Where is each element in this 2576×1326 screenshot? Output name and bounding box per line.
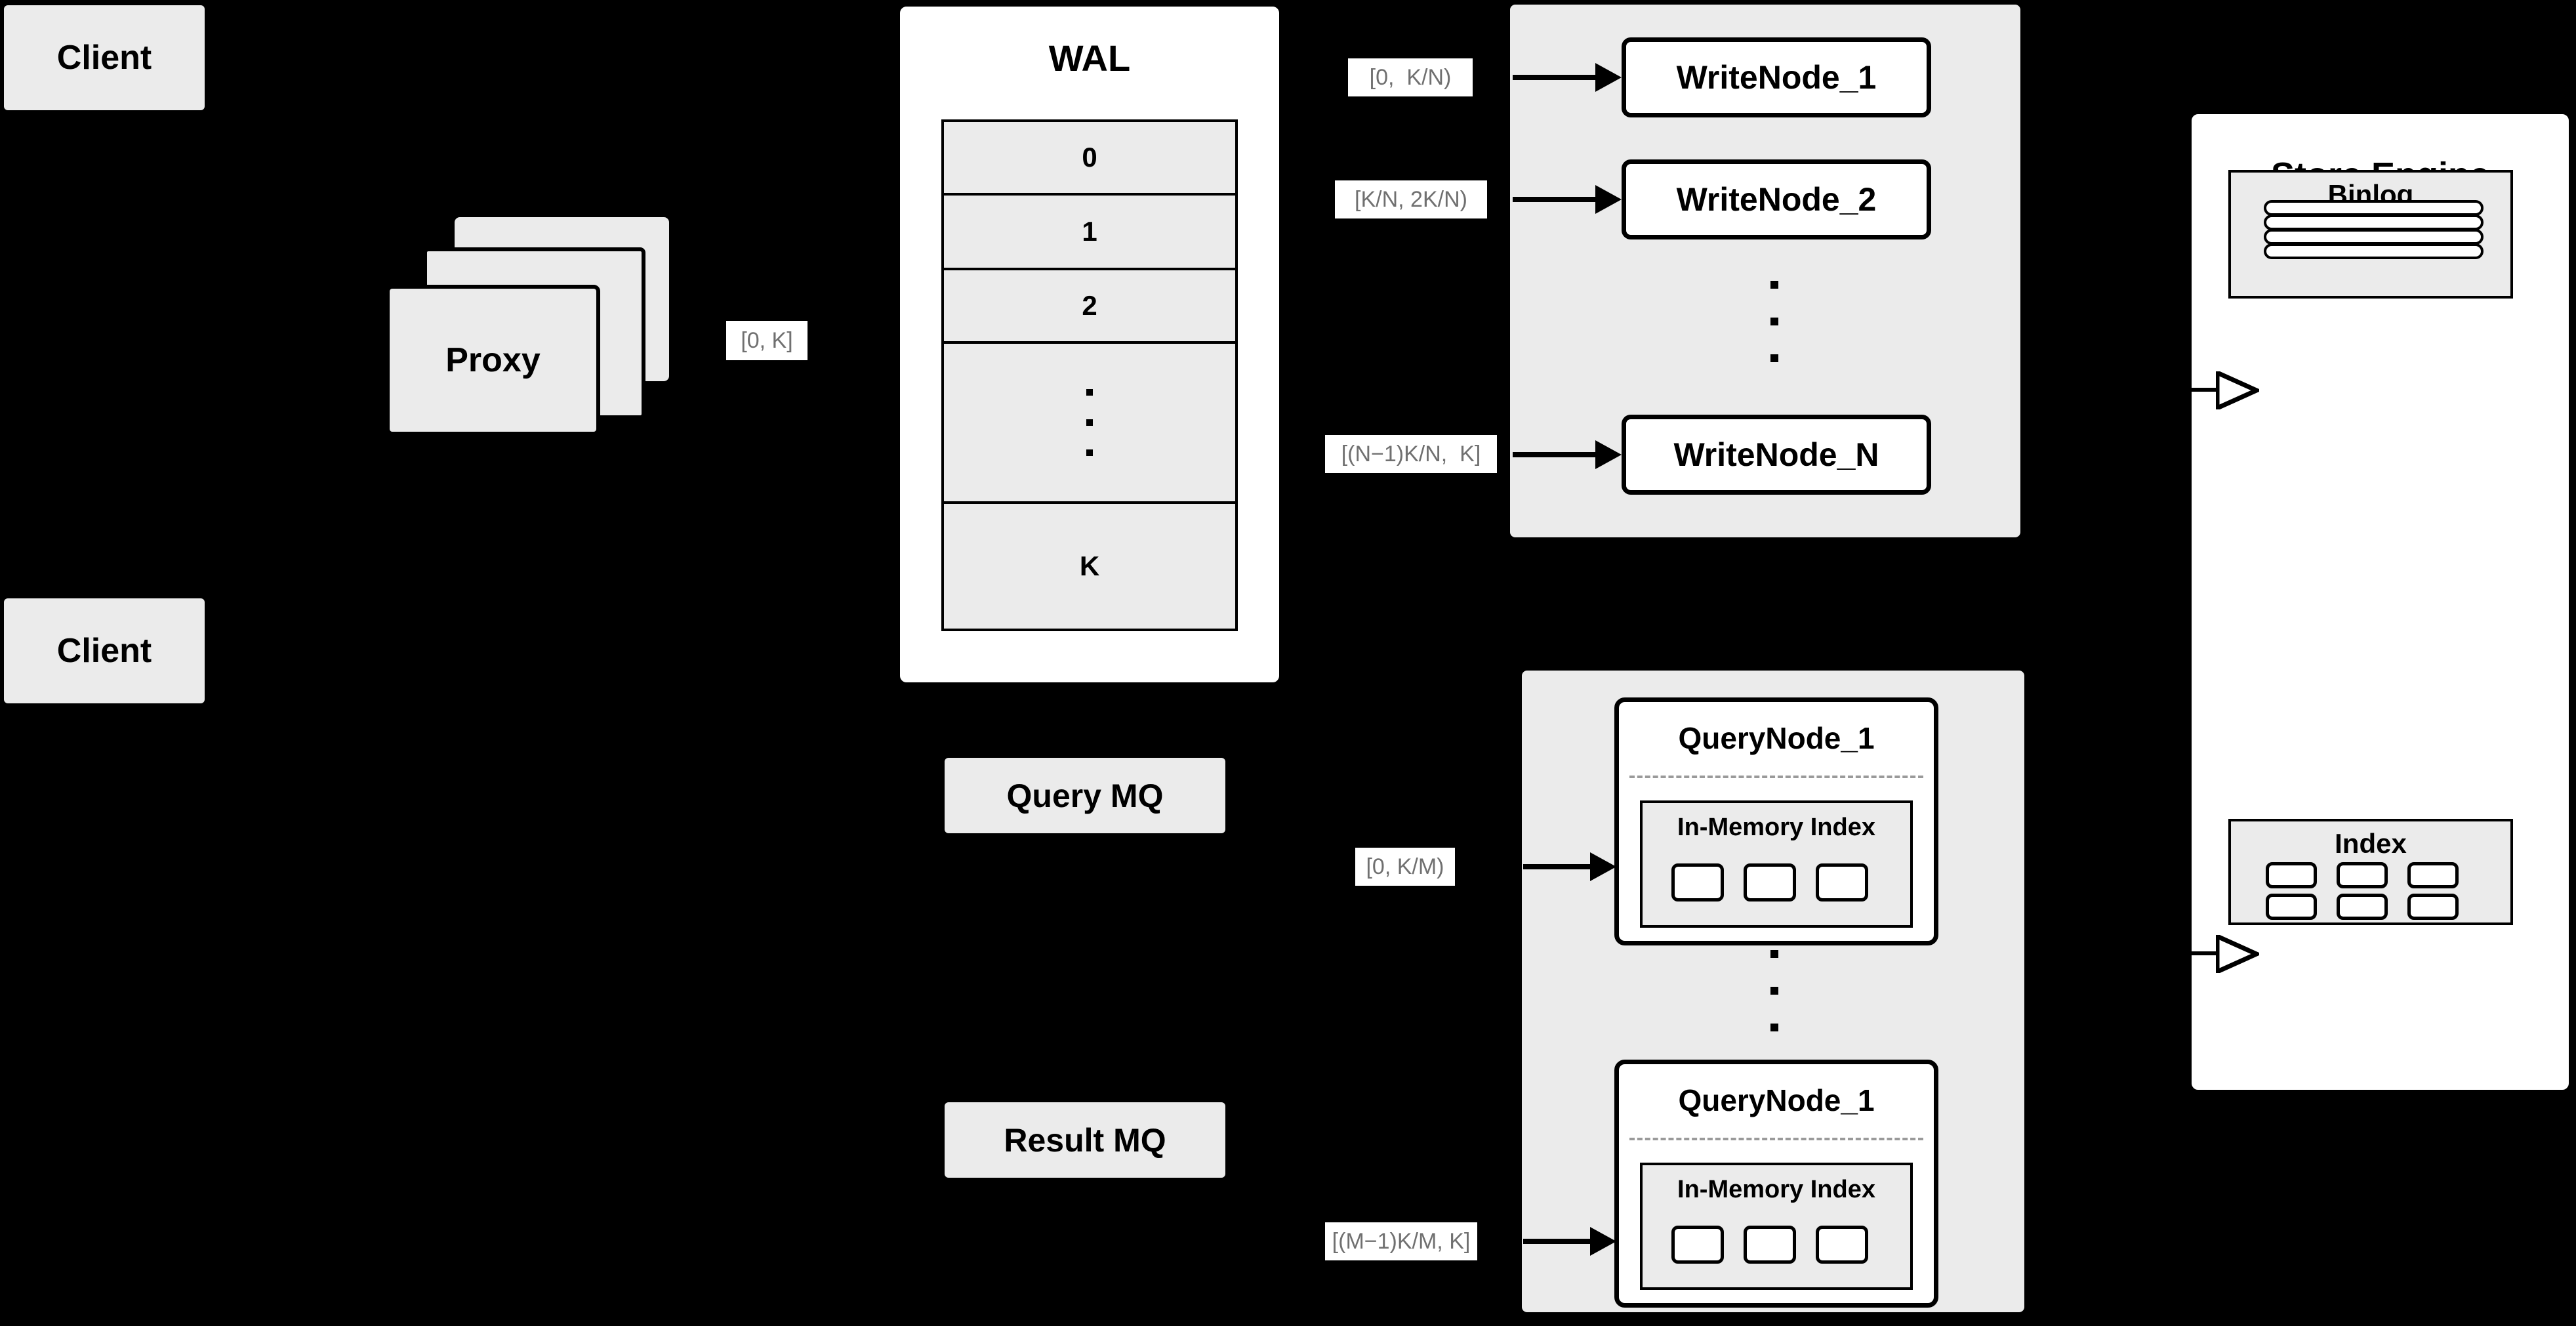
query-node-1-index-cell-1[interactable] <box>1671 863 1724 901</box>
range-label-query-node-m: [(M−1)K/M, K] <box>1325 1222 1477 1260</box>
binlog-bar-1[interactable] <box>2264 200 2484 216</box>
range-label-proxy-text: [0, K] <box>741 327 793 353</box>
arrow-head-binlog <box>2216 371 2259 409</box>
index-cell-3[interactable] <box>2407 862 2459 888</box>
index-panel: Index <box>2228 819 2513 925</box>
store-engine-panel: Store Engine Binlog Index <box>2189 112 2571 1092</box>
write-node-2-label: WriteNode_2 <box>1676 181 1877 218</box>
arrow-line-query-node-m <box>1523 1239 1607 1244</box>
proxy-box[interactable]: Proxy <box>386 285 600 436</box>
wal-table: 0 1 2 K <box>941 119 1238 631</box>
wal-row-k[interactable]: K <box>944 504 1235 629</box>
query-nodes-ellipsis <box>1770 950 1778 1031</box>
proxy-label: Proxy <box>445 341 541 379</box>
wal-row-ellipsis <box>944 344 1235 504</box>
write-node-n[interactable]: WriteNode_N <box>1622 415 1931 495</box>
arrow-line-write-node-n <box>1513 452 1612 457</box>
arrow-line-write-node-1 <box>1513 75 1612 80</box>
index-cell-6[interactable] <box>2407 894 2459 920</box>
binlog-bar-4[interactable] <box>2264 243 2484 259</box>
result-mq-label: Result MQ <box>1004 1121 1166 1159</box>
client-label-2: Client <box>56 632 152 670</box>
client-box-2[interactable]: Client <box>4 598 205 703</box>
query-node-1-index-title: In-Memory Index <box>1677 814 1875 841</box>
arrow-line-write-node-2 <box>1513 197 1612 202</box>
write-node-1[interactable]: WriteNode_1 <box>1622 37 1931 117</box>
query-node-1-index-cell-2[interactable] <box>1744 863 1796 901</box>
query-node-m-index-title: In-Memory Index <box>1677 1176 1875 1203</box>
client-box-1[interactable]: Client <box>4 5 205 110</box>
binlog-bar-2[interactable] <box>2264 215 2484 230</box>
arrow-line-index <box>2185 951 2226 955</box>
range-label-query-node-m-text: [(M−1)K/M, K] <box>1332 1228 1471 1254</box>
index-title: Index <box>2335 828 2407 859</box>
query-node-1[interactable]: QueryNode_1 In-Memory Index <box>1614 697 1938 945</box>
range-label-write-node-n-text: [(N−1)K/N, K] <box>1341 441 1481 466</box>
query-node-1-title: QueryNode_1 <box>1678 721 1875 755</box>
query-node-m-index-cell-3[interactable] <box>1816 1226 1868 1264</box>
write-node-n-label: WriteNode_N <box>1673 436 1879 473</box>
client-label-1: Client <box>56 39 152 77</box>
arrow-head-index <box>2216 935 2259 973</box>
wal-row-1[interactable]: 1 <box>944 196 1235 270</box>
range-label-write-node-1: [0, K/N) <box>1348 58 1473 96</box>
arrow-line-query-node-1 <box>1523 864 1607 869</box>
wal-title: WAL <box>1048 37 1131 79</box>
index-cell-5[interactable] <box>2337 894 2388 920</box>
query-node-m-divider <box>1629 1138 1923 1140</box>
query-node-1-index-cell-3[interactable] <box>1816 863 1868 901</box>
query-node-m-index-cell-1[interactable] <box>1671 1226 1724 1264</box>
query-node-1-in-memory-index: In-Memory Index <box>1640 800 1913 928</box>
arrow-head-write-node-2 <box>1595 185 1622 214</box>
range-label-query-node-1: [0, K/M) <box>1355 848 1455 886</box>
arrow-head-query-node-1 <box>1590 852 1616 881</box>
index-cell-4[interactable] <box>2266 894 2317 920</box>
write-nodes-ellipsis <box>1770 281 1778 362</box>
query-mq-box[interactable]: Query MQ <box>945 758 1225 833</box>
arrow-line-binlog <box>2185 388 2226 392</box>
binlog-panel: Binlog <box>2228 170 2513 299</box>
query-mq-label: Query MQ <box>1006 777 1164 814</box>
result-mq-box[interactable]: Result MQ <box>945 1102 1225 1178</box>
range-label-write-node-2-text: [K/N, 2K/N) <box>1355 186 1467 212</box>
write-node-1-label: WriteNode_1 <box>1676 59 1877 96</box>
index-cell-1[interactable] <box>2266 862 2317 888</box>
query-node-m-index-cell-2[interactable] <box>1744 1226 1796 1264</box>
wal-row-2[interactable]: 2 <box>944 270 1235 344</box>
range-label-write-node-n: [(N−1)K/N, K] <box>1325 435 1497 473</box>
write-node-2[interactable]: WriteNode_2 <box>1622 159 1931 239</box>
arrow-head-query-node-m <box>1590 1227 1616 1256</box>
index-cell-2[interactable] <box>2337 862 2388 888</box>
wal-panel: WAL 0 1 2 K <box>897 4 1282 685</box>
arrow-head-write-node-n <box>1595 440 1622 469</box>
range-label-write-node-1-text: [0, K/N) <box>1369 64 1452 90</box>
query-node-m-in-memory-index: In-Memory Index <box>1640 1163 1913 1290</box>
query-node-m[interactable]: QueryNode_1 In-Memory Index <box>1614 1060 1938 1308</box>
wal-row-0[interactable]: 0 <box>944 122 1235 196</box>
range-label-write-node-2: [K/N, 2K/N) <box>1335 180 1487 218</box>
range-label-proxy: [0, K] <box>726 321 808 360</box>
arrow-head-write-node-1 <box>1595 63 1622 92</box>
range-label-query-node-1-text: [0, K/M) <box>1366 854 1444 879</box>
binlog-bar-3[interactable] <box>2264 229 2484 245</box>
query-node-1-divider <box>1629 776 1923 778</box>
query-node-m-title: QueryNode_1 <box>1678 1083 1875 1117</box>
